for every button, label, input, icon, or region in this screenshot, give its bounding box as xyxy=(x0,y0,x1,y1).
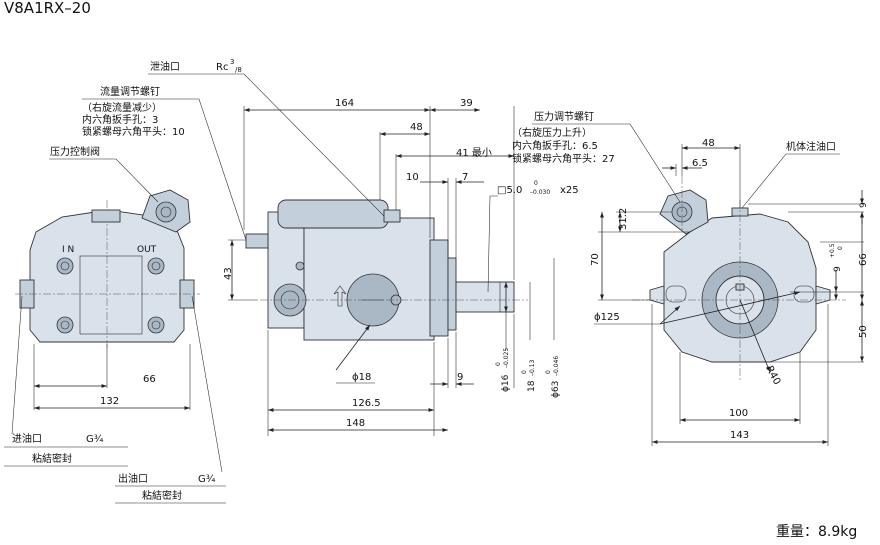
right-view xyxy=(632,176,846,380)
drawing-title: V8A1RX–20 xyxy=(4,0,91,17)
outlet-seal-label: 粘結密封 xyxy=(142,489,182,502)
weight-label: 重量：8.9kg xyxy=(776,524,857,540)
middle-view xyxy=(245,199,528,341)
pressure-screw-hex: 内六角扳手孔：6.5 xyxy=(512,139,598,152)
key-tol-top: 0 xyxy=(534,180,538,187)
inlet-thread-label: G¾ xyxy=(86,434,104,445)
dim-148: 148 xyxy=(346,418,365,429)
dim-9-tol-bot: 0 xyxy=(837,246,844,250)
flow-screw-nut: 锁紧螺母六角平头：10 xyxy=(82,125,185,138)
dim-50: 50 xyxy=(858,325,869,338)
left-view: I N OUT xyxy=(15,189,200,350)
dim-9-right: 9 xyxy=(859,202,869,208)
key-length: x25 xyxy=(560,185,579,196)
dim-phi16: ϕ16 xyxy=(501,374,511,392)
pressure-screw-nut: 锁紧螺母六角平头：27 xyxy=(512,152,615,165)
face-out-label: OUT xyxy=(137,245,157,255)
dim-31-2: 31.2 xyxy=(618,208,629,230)
dim-70: 70 xyxy=(590,253,601,266)
dim-9-tol-top: +0.5 xyxy=(829,243,836,258)
dim-126-5: 126.5 xyxy=(352,398,381,409)
dim-132: 132 xyxy=(100,396,119,407)
dim-9-plus: 9 xyxy=(833,266,843,272)
pressure-screw-label: 压力调节螺钉 xyxy=(534,110,594,123)
outlet-port-label: 出油口 xyxy=(118,472,148,485)
face-in-label: I N xyxy=(62,245,74,255)
dim-6-5: 6.5 xyxy=(692,158,708,169)
dim-7: 7 xyxy=(462,172,468,183)
dim-18-key: 18 xyxy=(527,380,537,392)
dim-66-right: 66 xyxy=(858,253,869,266)
drain-thread-sub: /8 xyxy=(235,66,242,74)
dim-18-tol-bot: –0.13 xyxy=(529,359,536,376)
drain-port-label: 泄油口 xyxy=(150,60,180,73)
dim-100: 100 xyxy=(729,408,748,419)
outlet-thread-label: G¾ xyxy=(198,474,216,485)
drain-thread-sup: 3 xyxy=(230,58,234,66)
dim-phi63-tol-top: 0 xyxy=(545,370,552,374)
inlet-port-label: 进油口 xyxy=(12,432,42,445)
flow-screw-label: 流量调节螺钉 xyxy=(100,85,160,98)
dim-phi16-tol-top: 0 xyxy=(495,362,502,366)
dim-48-middle: 48 xyxy=(410,122,423,133)
dim-164: 164 xyxy=(335,98,354,109)
dim-R40: R40 xyxy=(763,364,782,387)
dim-phi63: ϕ63 xyxy=(551,381,561,398)
dim-phi16-tol-bot: –0.025 xyxy=(503,348,510,368)
dim-phi18: ϕ18 xyxy=(352,372,371,383)
inlet-seal-label: 粘結密封 xyxy=(32,452,72,465)
key-spec: □5.0 xyxy=(497,185,522,196)
dim-66-left: 66 xyxy=(143,374,156,385)
dim-41-min: 41 最小 xyxy=(456,147,492,159)
dim-18-tol-top: 0 xyxy=(521,370,528,374)
dim-phi125: ϕ125 xyxy=(594,312,620,323)
drain-thread-label: Rc xyxy=(216,62,228,73)
dim-48-right: 48 xyxy=(702,138,715,149)
dim-43: 43 xyxy=(223,267,234,280)
key-tol-bot: –0.030 xyxy=(530,189,550,196)
flow-screw-hex: 内六角扳手孔：3 xyxy=(82,113,158,126)
dim-phi63-tol-bot: –0.046 xyxy=(553,356,560,376)
pressure-screw-note: （右旋压力上升） xyxy=(512,126,592,139)
fill-port-label: 机体注油口 xyxy=(786,140,836,153)
dim-9-middle: 9 xyxy=(457,372,463,383)
dim-39: 39 xyxy=(460,98,473,109)
dim-143: 143 xyxy=(730,430,749,441)
dim-10: 10 xyxy=(406,172,419,183)
pressure-valve-label: 压力控制阀 xyxy=(50,145,100,158)
flow-screw-note: （右旋流量减少） xyxy=(82,101,162,114)
